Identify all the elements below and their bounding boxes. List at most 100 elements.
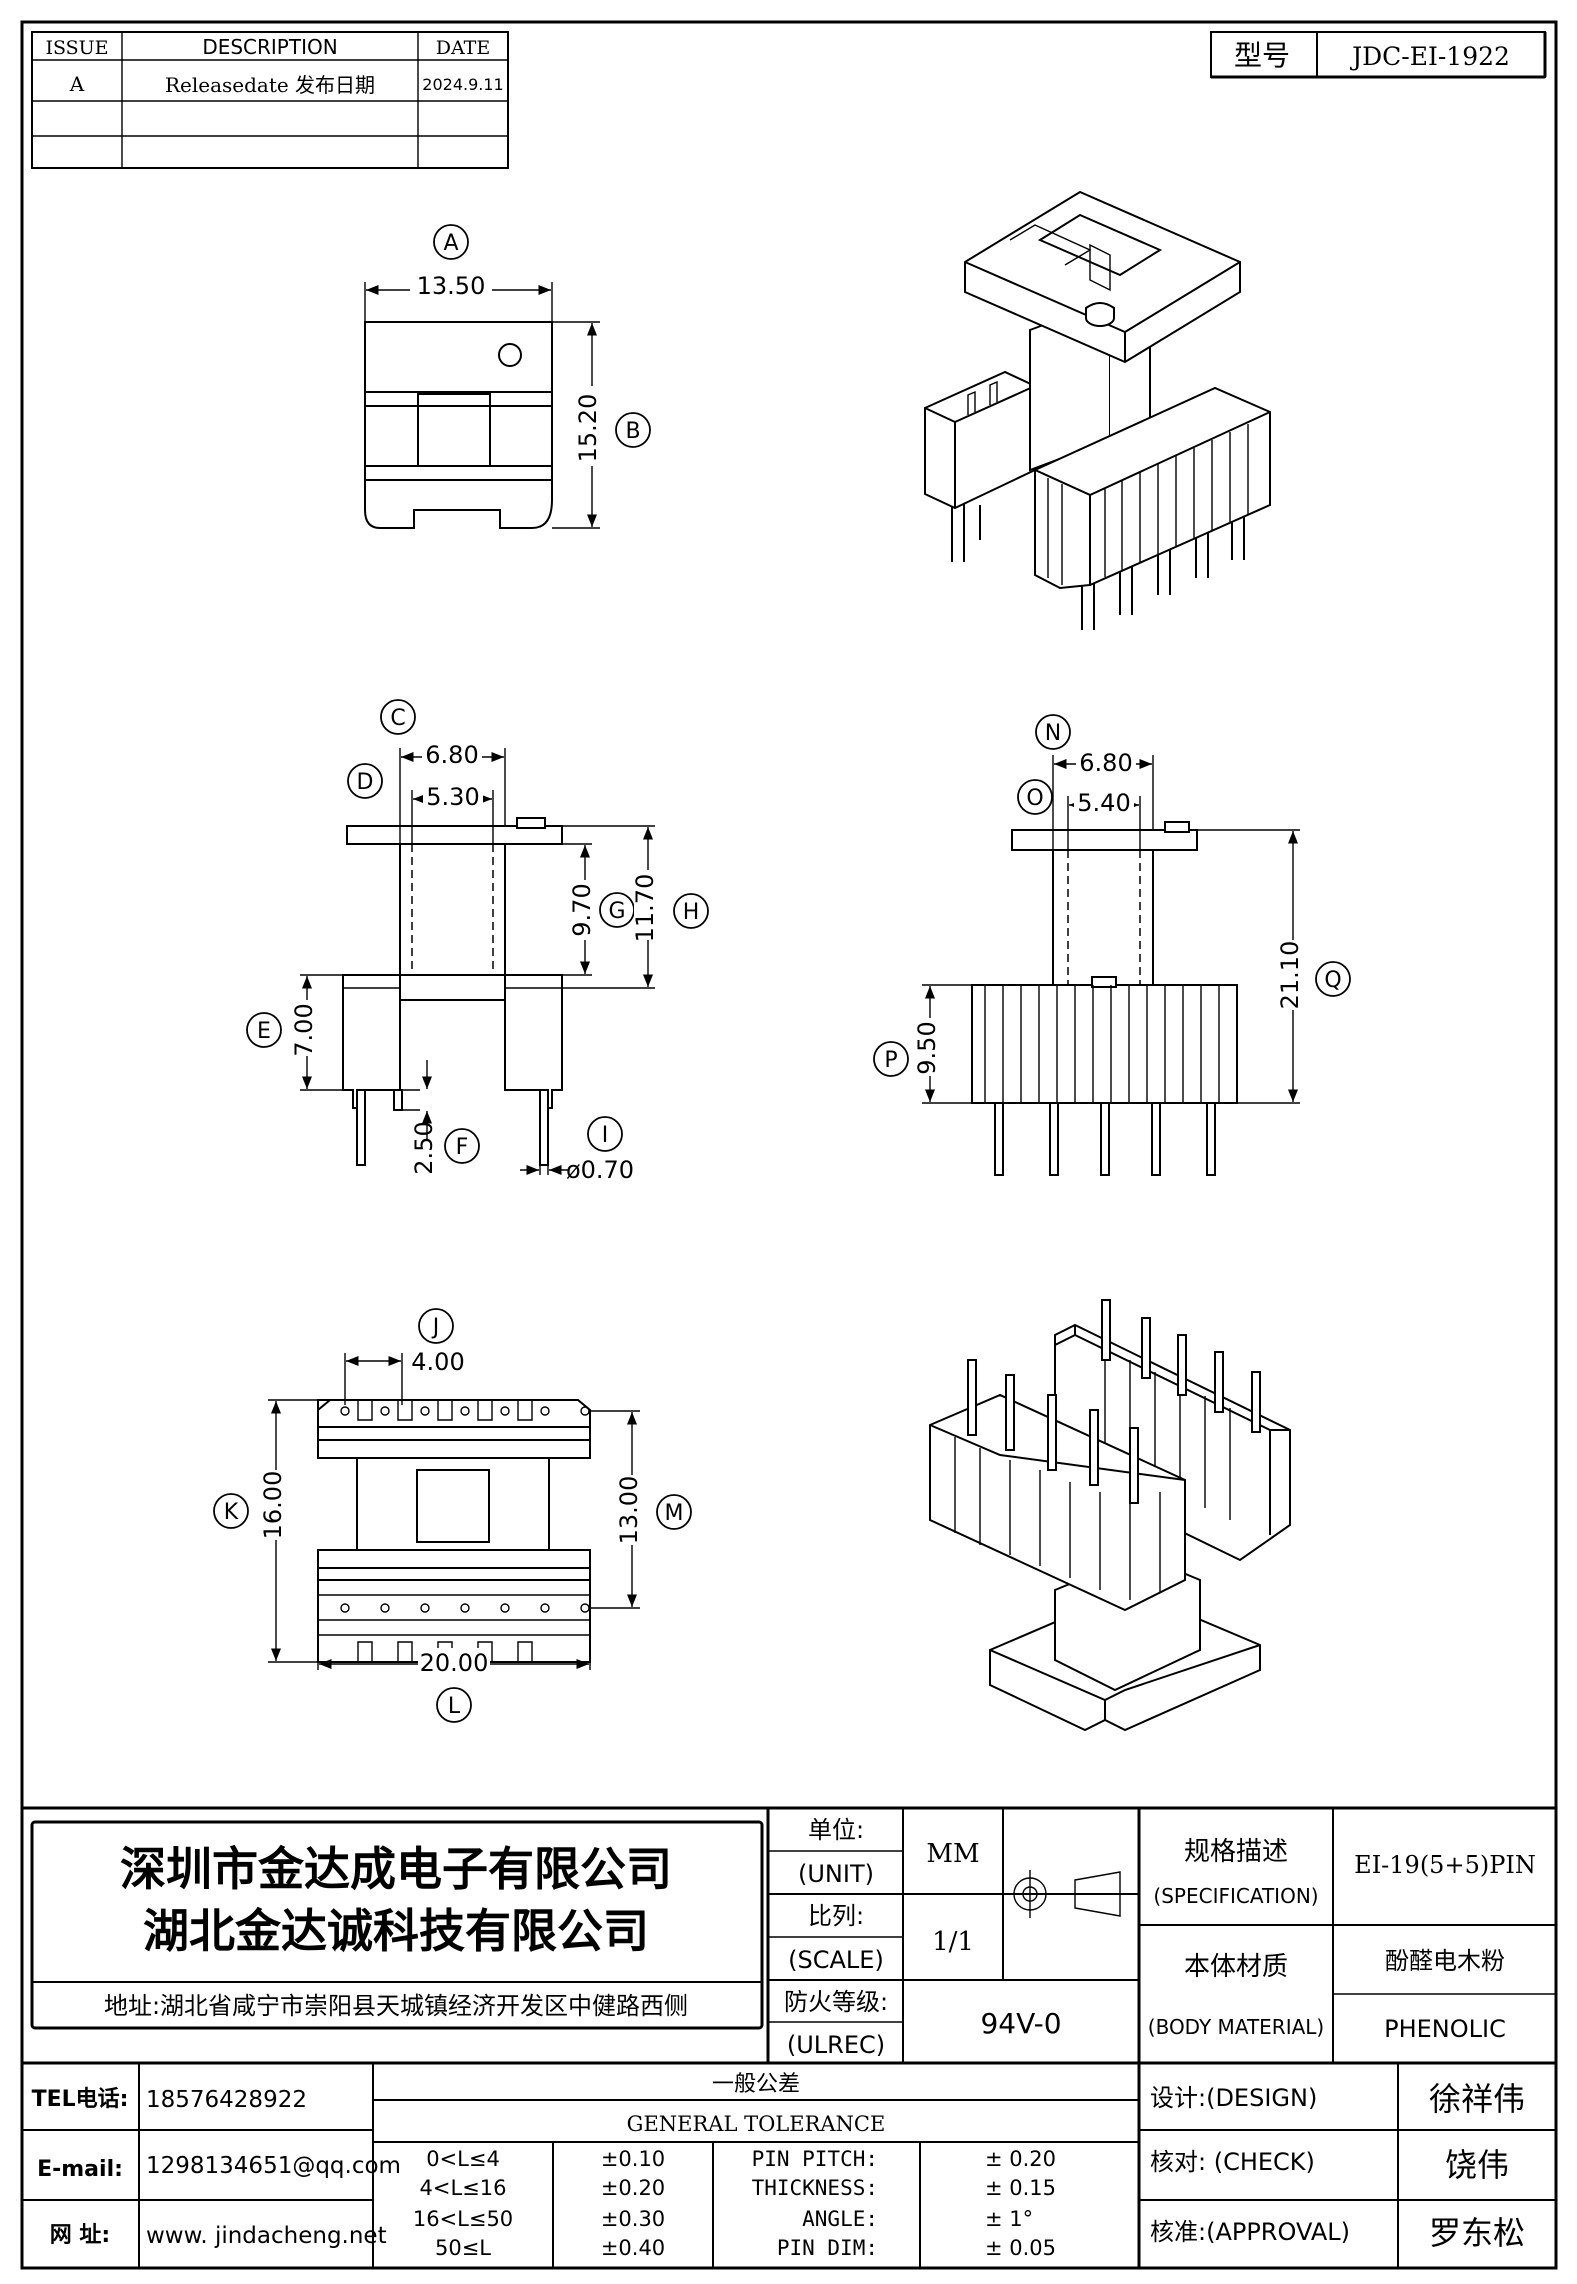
scale-label: 比列: <box>808 1902 864 1930</box>
spec-label: 规格描述 <box>1184 1837 1288 1867</box>
label-I: I <box>602 1123 609 1148</box>
tol-range-0: 0<L≤4 <box>426 2147 500 2171</box>
tol-item-value-2: ± 1° <box>985 2207 1033 2231</box>
dim-L: 20.00 <box>420 1649 489 1677</box>
label-I-circle <box>587 1116 623 1152</box>
web-value: www. jindacheng.net <box>146 2223 387 2249</box>
rev-header-description: DESCRIPTION <box>202 35 337 59</box>
label-E-circle <box>246 1012 282 1048</box>
label-K-circle <box>213 1493 249 1529</box>
rev-row-date: 2024.9.11 <box>422 75 503 94</box>
material-label: 本体材质 <box>1184 1952 1288 1982</box>
tol-range-3: 50≤L <box>435 2236 491 2260</box>
material-value-en: PHENOLIC <box>1384 2015 1506 2043</box>
dim-B: 15.20 <box>574 394 602 463</box>
dim-I: ø0.70 <box>566 1156 634 1184</box>
label-L: L <box>448 1694 461 1719</box>
label-A-circle <box>433 224 469 260</box>
company-name-1: 深圳市金达成电子有限公司 <box>120 1842 672 1896</box>
dim-H: 11.70 <box>631 874 659 943</box>
tol-item-value-0: ± 0.20 <box>985 2147 1056 2171</box>
unit-value: MM <box>926 1839 979 1869</box>
label-N-circle <box>1035 714 1071 750</box>
isometric-view-top <box>924 190 1271 630</box>
dim-E: 7.00 <box>290 1003 318 1056</box>
label-H: H <box>683 900 700 925</box>
tolerance-title-cn: 一般公差 <box>712 2072 800 2097</box>
model-box: 型号 JDC-EI-1922 <box>1210 31 1547 79</box>
dim-K: 16.00 <box>259 1471 287 1540</box>
design-value: 徐祥伟 <box>1429 2080 1525 2118</box>
check-value: 饶伟 <box>1445 2146 1509 2184</box>
dim-G: 9.70 <box>568 883 596 936</box>
web-label: 网 址: <box>50 2223 110 2248</box>
dim-P: 9.50 <box>913 1021 941 1074</box>
tol-value-0: ±0.10 <box>601 2147 665 2171</box>
dim-Q: 21.10 <box>1276 941 1304 1010</box>
material-value-cn: 酚醛电木粉 <box>1385 1947 1505 1975</box>
tel-label: TEL电话: <box>32 2087 129 2112</box>
tel-value: 18576428922 <box>146 2087 307 2113</box>
model-label: 型号 <box>1234 39 1290 72</box>
unit-label-en: (UNIT) <box>798 1860 874 1888</box>
tol-item-2: ANGLE: <box>802 2207 878 2231</box>
scale-value: 1/1 <box>932 1927 974 1957</box>
label-F-circle <box>444 1128 480 1164</box>
side-view: N 6.80 O 5.40 21.10 Q 9.50 P <box>873 714 1351 1176</box>
approval-label: 核准:(APPROVAL) <box>1150 2218 1350 2246</box>
front-view: C 6.80 D 5.30 9.70 G 11.70 H 7.00 E <box>246 699 709 1184</box>
label-P: P <box>884 1048 897 1073</box>
label-J: J <box>431 1315 440 1340</box>
isometric-view-bottom <box>929 1299 1291 1732</box>
title-block: 深圳市金达成电子有限公司 湖北金达诚科技有限公司 地址:湖北省咸宁市崇阳县天城镇… <box>22 1806 1556 2268</box>
label-G: G <box>608 899 625 924</box>
rev-header-issue: ISSUE <box>45 37 108 59</box>
company-address: 地址:湖北省咸宁市崇阳县天城镇经济开发区中健路西侧 <box>104 1992 688 2020</box>
check-label: 核对: (CHECK) <box>1150 2148 1315 2176</box>
label-D: D <box>357 770 374 795</box>
bottom-view: J 4.00 16.00 K 13.00 M 20.00 L <box>213 1308 692 1723</box>
label-J-circle <box>418 1308 454 1344</box>
flame-label: 防火等级: <box>784 1988 888 2016</box>
label-B-circle <box>615 412 651 448</box>
tol-range-2: 16<L≤50 <box>413 2207 513 2231</box>
label-M: M <box>665 1501 684 1526</box>
label-C: C <box>390 706 405 731</box>
label-K: K <box>224 1500 239 1525</box>
label-P-circle <box>873 1041 909 1077</box>
dim-A: 13.50 <box>417 272 486 300</box>
tol-item-1: THICKNESS: <box>752 2176 878 2200</box>
rev-header-date: DATE <box>436 37 490 59</box>
spec-value: EI-19(5+5)PIN <box>1354 1851 1536 1879</box>
dim-M: 13.00 <box>615 1476 643 1545</box>
label-Q: Q <box>1324 968 1341 993</box>
scale-label-en: (SCALE) <box>788 1946 884 1974</box>
dim-N: 6.80 <box>1079 749 1132 777</box>
label-H-circle <box>673 893 709 929</box>
label-O-circle <box>1017 779 1053 815</box>
model-value: JDC-EI-1922 <box>1349 42 1510 71</box>
rev-row-issue: A <box>69 72 85 96</box>
flame-value: 94V-0 <box>980 2007 1061 2040</box>
email-label: E-mail: <box>37 2157 123 2182</box>
sheet-border <box>20 20 1558 2270</box>
approval-value: 罗东松 <box>1429 2214 1525 2252</box>
rev-row-description: Releasedate 发布日期 <box>165 73 375 97</box>
label-M-circle <box>656 1494 692 1530</box>
spec-label-en: (SPECIFICATION) <box>1153 1884 1318 1908</box>
dim-F: 2.50 <box>410 1121 438 1174</box>
label-A: A <box>443 231 458 256</box>
label-C-circle <box>380 699 416 735</box>
label-L-circle <box>436 1687 472 1723</box>
label-Q-circle <box>1315 961 1351 997</box>
tolerance-title-en: GENERAL TOLERANCE <box>627 2112 886 2136</box>
email-value: 1298134651@qq.com <box>146 2153 401 2179</box>
tol-range-1: 4<L≤16 <box>420 2176 507 2200</box>
top-view: A 13.50 15.20 B <box>364 224 651 529</box>
tol-value-2: ±0.30 <box>601 2207 665 2231</box>
dim-C: 6.80 <box>425 741 478 769</box>
material-label-en: (BODY MATERIAL) <box>1148 2015 1324 2039</box>
dim-J: 4.00 <box>411 1348 464 1376</box>
projection-symbol-icon <box>1005 1870 1128 1918</box>
